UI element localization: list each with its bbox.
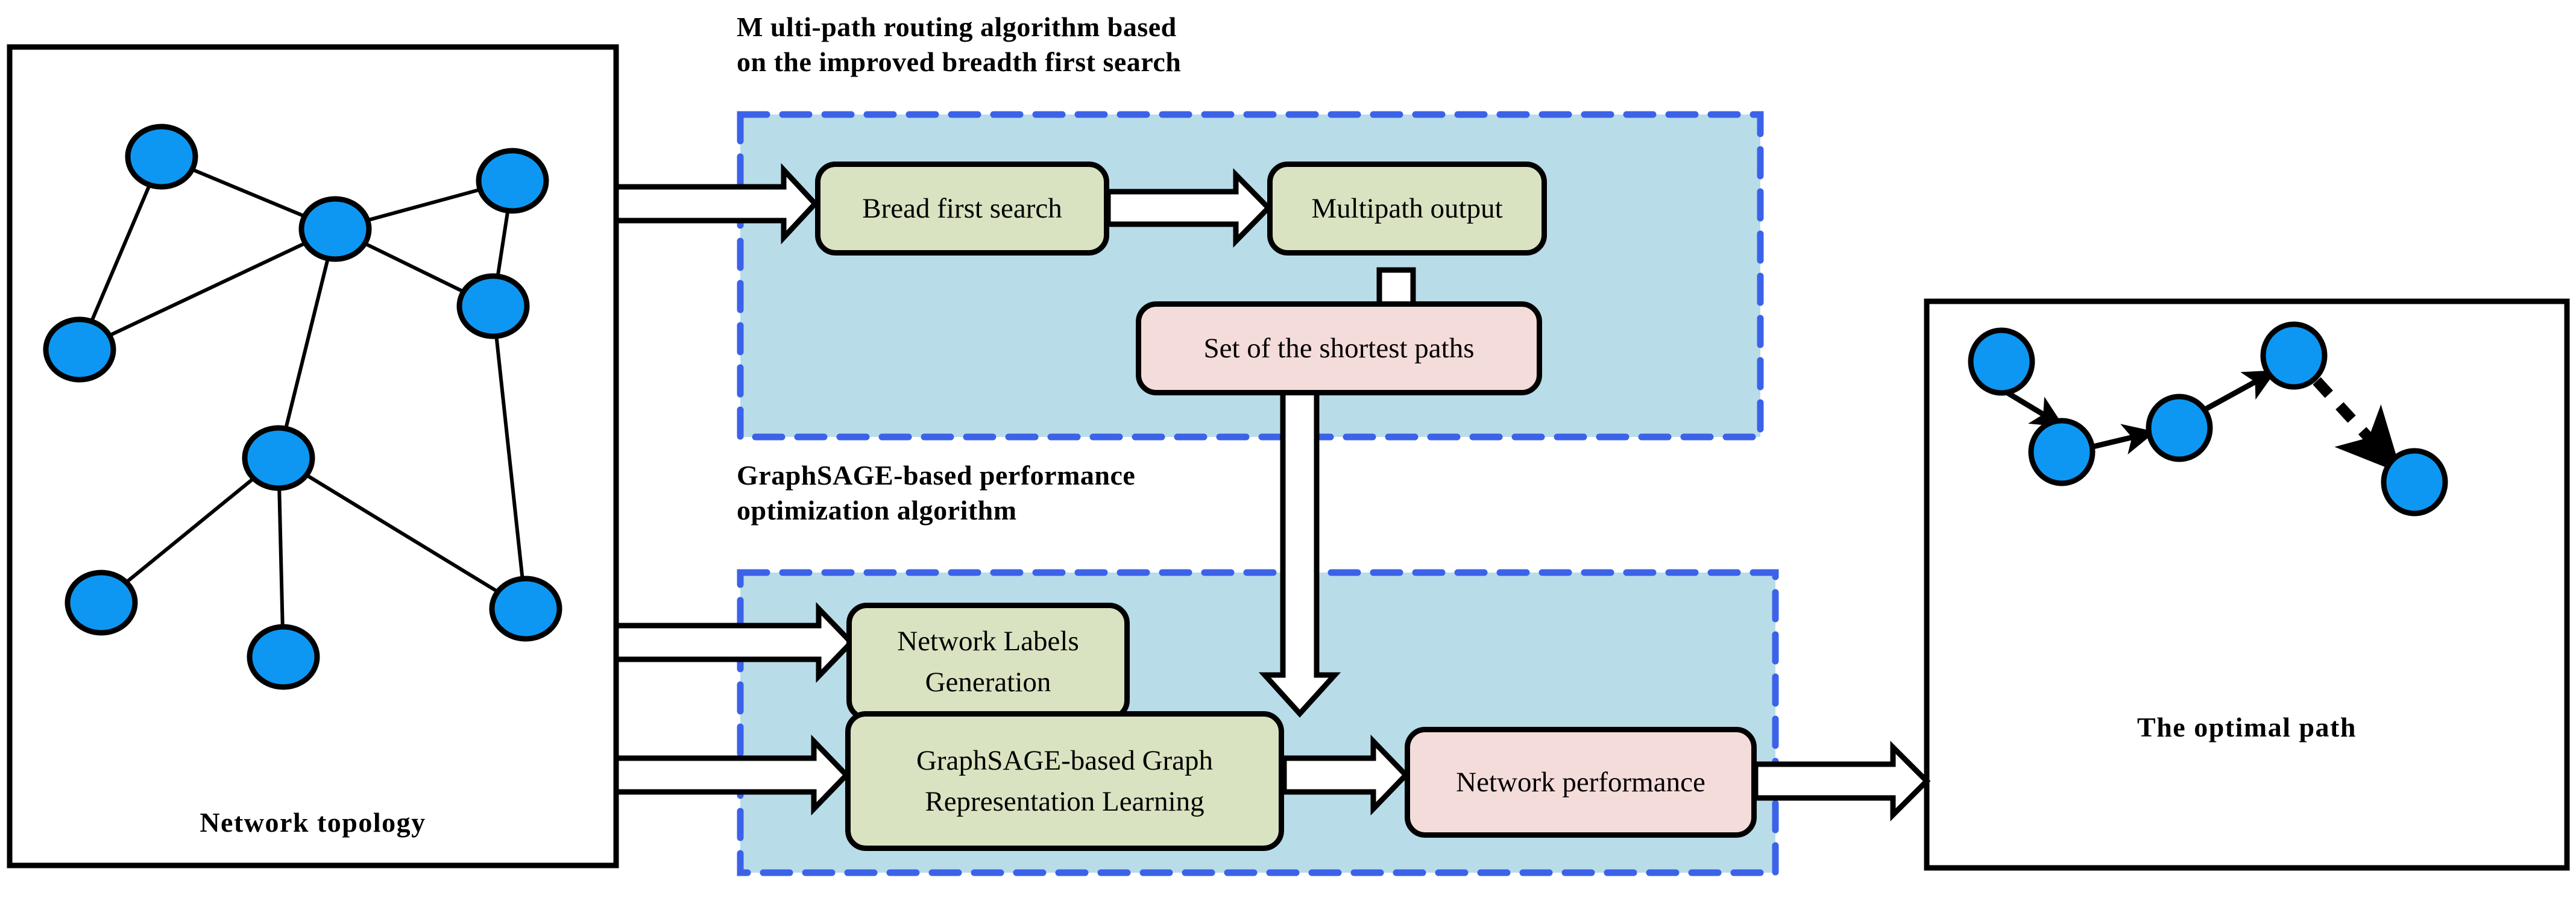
topology-node [489,576,562,642]
topology-edge [491,306,527,609]
bread-first-search-box[interactable]: Bread first search [815,162,1109,256]
topology-node [242,425,315,491]
arrow-shortest-paths-to-graphsage [1258,383,1341,718]
multipath-output-box[interactable]: Multipath output [1267,162,1547,256]
shortest-paths-box[interactable]: Set of the shortest paths [1136,301,1542,395]
graphsage-section-caption: GraphSAGE-based performance optimization… [737,460,1136,526]
optimal-path-node [2028,418,2096,486]
arrow-topology-to-labels-generation [613,601,855,683]
network-labels-generation-box[interactable]: Network Labels Generation [846,603,1130,721]
network-performance-box[interactable]: Network performance [1405,727,1757,838]
optimal-path-nodes [1968,321,2448,517]
arrow-topology-to-graphsage [613,734,851,816]
topology-node [247,624,320,690]
topology-edge [78,155,163,351]
arrow-graphsage-to-network-performance [1281,734,1410,816]
topology-node [298,196,372,262]
arrow-bfs-to-multipath [1105,168,1273,248]
optimal-path-title: The optimal path [2137,712,2357,743]
arrow-topology-to-bfs [613,163,819,245]
optimal-path-link [2004,389,2064,427]
topology-node [43,316,116,383]
optimal-path-node [1968,327,2035,396]
optimal-path-node [2146,394,2213,462]
topology-node [476,148,549,214]
graphsage-representation-box[interactable]: GraphSAGE-based Graph Representation Lea… [845,711,1284,851]
arrow-network-performance-to-optimal-path [1752,741,1931,821]
topology-edge [277,457,285,658]
topology-nodes [43,124,562,690]
multipath-section-caption: M ulti-path routing algorithm based on t… [737,11,1182,77]
optimal-path-node [2381,448,2448,517]
topology-edge [78,227,336,351]
optimal-path-links [2004,370,2402,474]
optimal-path-link [2205,370,2277,411]
network-topology-title: Network topology [200,807,426,838]
optimal-path-node [2260,321,2328,390]
topology-edge [100,456,280,604]
topology-node [125,124,198,190]
topology-edge [277,456,527,611]
topology-edge [277,228,337,459]
optimal-path-link-dashed [2313,377,2402,474]
topology-node [456,273,530,339]
optimal-path-link [2089,424,2156,455]
topology-node [65,570,138,636]
